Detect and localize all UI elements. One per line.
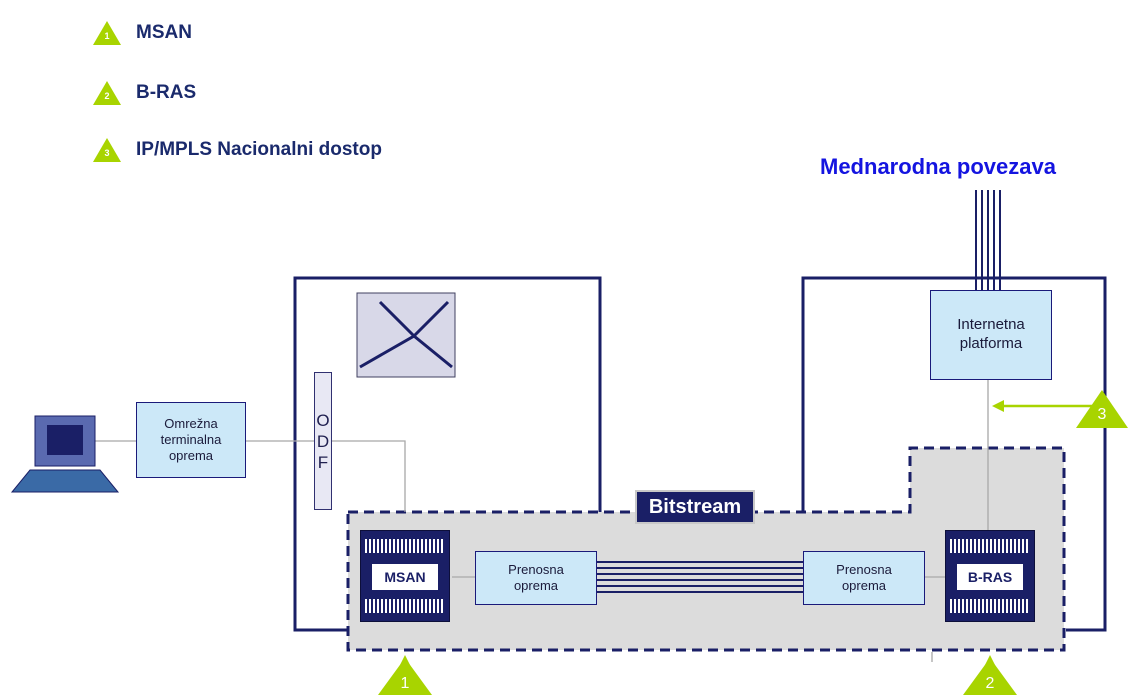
node-ports: [365, 599, 445, 613]
bras-node-label: B-RAS: [956, 563, 1024, 591]
legend-number: 2: [104, 91, 110, 101]
triangle-icon: 1: [92, 20, 122, 46]
bras-node: B-RAS: [945, 530, 1035, 622]
legend-item-1: 1 MSAN: [92, 20, 192, 46]
legend-label: B-RAS: [136, 82, 197, 103]
transmission-equipment-left-label: Prenosna oprema: [508, 561, 564, 593]
cross-connect-box: [356, 292, 456, 378]
msan-node: MSAN: [360, 530, 450, 622]
international-link-lines: [975, 190, 1001, 290]
wires: [95, 378, 989, 662]
triangle-icon: 2: [92, 80, 122, 106]
odf-letter: F: [317, 452, 329, 472]
triangle-icon: 3: [92, 137, 122, 163]
bitstream-label: Bitstream: [635, 490, 755, 524]
marker-3-triangle: [1076, 390, 1128, 428]
internet-platform-box: Internetna platforma: [930, 290, 1052, 380]
transmission-equipment-right-box: Prenosna oprema: [803, 551, 925, 605]
odf-frame: O D F: [314, 372, 332, 510]
odf-letter: D: [316, 431, 330, 451]
left-site-outline: [293, 276, 602, 632]
marker-1-triangle: [378, 658, 432, 695]
internet-platform-label: Internetna platforma: [957, 316, 1025, 352]
legend-label: MSAN: [136, 22, 192, 43]
transmission-equipment-left-box: Prenosna oprema: [475, 551, 597, 605]
marker-1-number: 1: [400, 675, 410, 692]
international-link-title: Mednarodna povezava: [820, 154, 1056, 179]
computer-icon: [10, 415, 120, 493]
legend-label: IP/MPLS Nacionalni dostop: [136, 139, 382, 160]
node-ports: [950, 599, 1030, 613]
network-terminal-equipment-label: Omrežna terminalna oprema: [160, 415, 222, 464]
marker-2-number: 2: [985, 675, 995, 692]
right-site-outline: [801, 276, 1107, 632]
transmission-equipment-right-label: Prenosna oprema: [836, 561, 892, 593]
legend-item-2: 2 B-RAS: [92, 80, 196, 106]
odf-letter: O: [316, 410, 330, 430]
cross-connect-icon: [359, 300, 453, 369]
msan-node-label: MSAN: [371, 563, 439, 591]
trunk-lines: [596, 561, 803, 593]
legend-item-3: 3 IP/MPLS Nacionalni dostop: [92, 137, 382, 163]
marker-2-triangle: [963, 658, 1017, 695]
node-ports: [365, 539, 445, 553]
legend-number: 3: [104, 148, 110, 158]
marker-3-number: 3: [1097, 406, 1107, 423]
network-terminal-equipment-box: Omrežna terminalna oprema: [136, 402, 246, 478]
legend-number: 1: [104, 31, 110, 41]
node-ports: [950, 539, 1030, 553]
